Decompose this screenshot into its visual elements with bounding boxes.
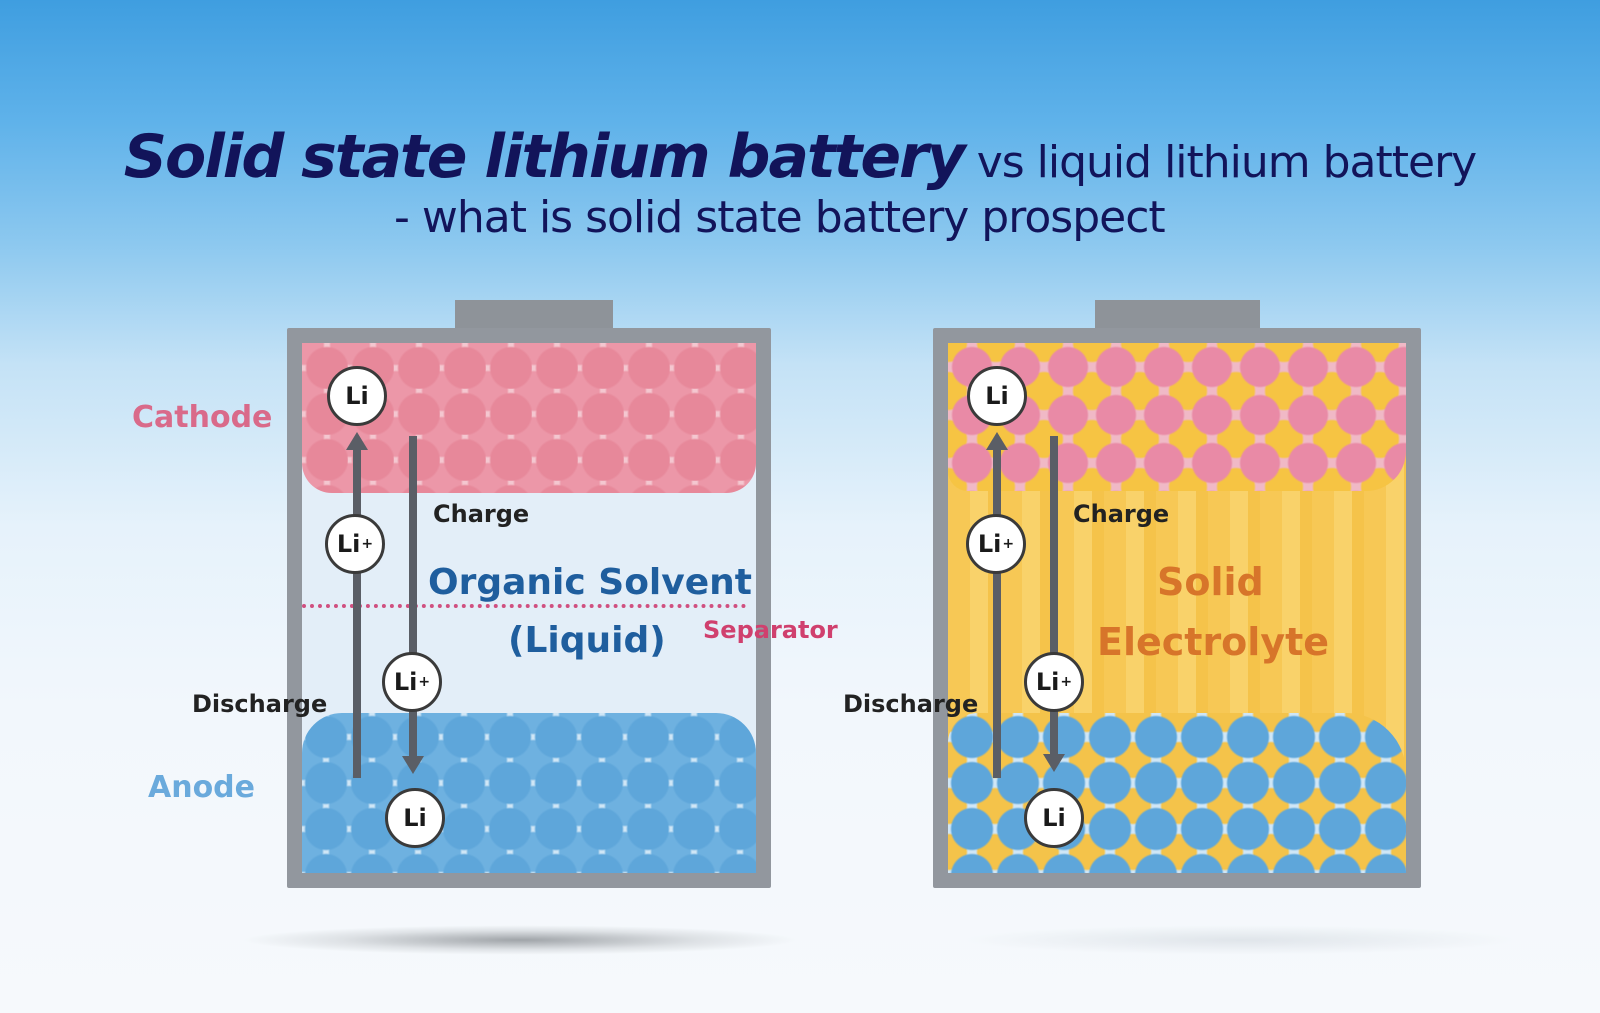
ion-label: Li	[403, 804, 427, 832]
lithium-ion-charge: Li+	[1024, 652, 1084, 712]
ion-label: Li	[393, 668, 418, 696]
arrow-down-icon	[1043, 754, 1065, 772]
ion-label: Li	[985, 382, 1009, 410]
ion-charge: +	[361, 536, 374, 552]
lithium-atom-anode: Li	[1024, 788, 1084, 848]
arrow-up-icon	[986, 432, 1008, 450]
title-rest: vs liquid lithium battery	[963, 137, 1478, 188]
ion-label: Li	[345, 382, 369, 410]
lithium-atom-anode: Li	[385, 788, 445, 848]
separator-line	[302, 604, 746, 608]
discharge-arrow	[353, 448, 361, 778]
anode-electrolyte-mix	[948, 713, 1406, 873]
lithium-ion-discharge: Li+	[325, 514, 385, 574]
discharge-label: Discharge	[843, 690, 979, 718]
ion-label: Li	[1042, 804, 1066, 832]
ion-charge: +	[1002, 536, 1015, 552]
discharge-label: Discharge	[192, 690, 328, 718]
cathode-electrolyte-mix	[948, 343, 1406, 491]
arrow-down-icon	[402, 756, 424, 774]
solid-label: Solid	[1157, 560, 1264, 604]
separator-label: Separator	[703, 616, 838, 644]
lithium-ion-charge: Li+	[382, 652, 442, 712]
ion-charge: +	[418, 674, 431, 690]
cathode-particles	[302, 343, 756, 493]
ion-label: Li	[336, 530, 361, 558]
electrolyte-label: Electrolyte	[1097, 620, 1330, 664]
battery-interior	[302, 343, 756, 873]
lithium-ion-discharge: Li+	[966, 514, 1026, 574]
lithium-atom-cathode: Li	[967, 366, 1027, 426]
discharge-arrow	[993, 448, 1001, 778]
ion-charge: +	[1060, 674, 1073, 690]
cathode-label: Cathode	[132, 400, 273, 435]
organic-solvent-label: Organic Solvent	[428, 562, 752, 603]
anode-label: Anode	[148, 770, 256, 805]
arrow-up-icon	[346, 432, 368, 450]
charge-arrow	[1050, 436, 1058, 756]
charge-label: Charge	[1073, 500, 1170, 528]
ion-label: Li	[977, 530, 1002, 558]
page-title: Solid state lithium battery vs liquid li…	[0, 122, 1600, 192]
liquid-label: (Liquid)	[508, 620, 666, 661]
charge-arrow	[409, 436, 417, 758]
charge-label: Charge	[433, 500, 530, 528]
title-main: Solid state lithium battery	[123, 122, 966, 192]
battery-interior	[948, 343, 1406, 873]
solid-battery-shadow	[960, 925, 1520, 955]
lithium-atom-cathode: Li	[327, 366, 387, 426]
page-subtitle: - what is solid state battery prospect	[394, 192, 1166, 243]
anode-particles	[302, 713, 756, 873]
ion-label: Li	[1035, 668, 1060, 696]
liquid-battery-shadow	[240, 925, 800, 955]
